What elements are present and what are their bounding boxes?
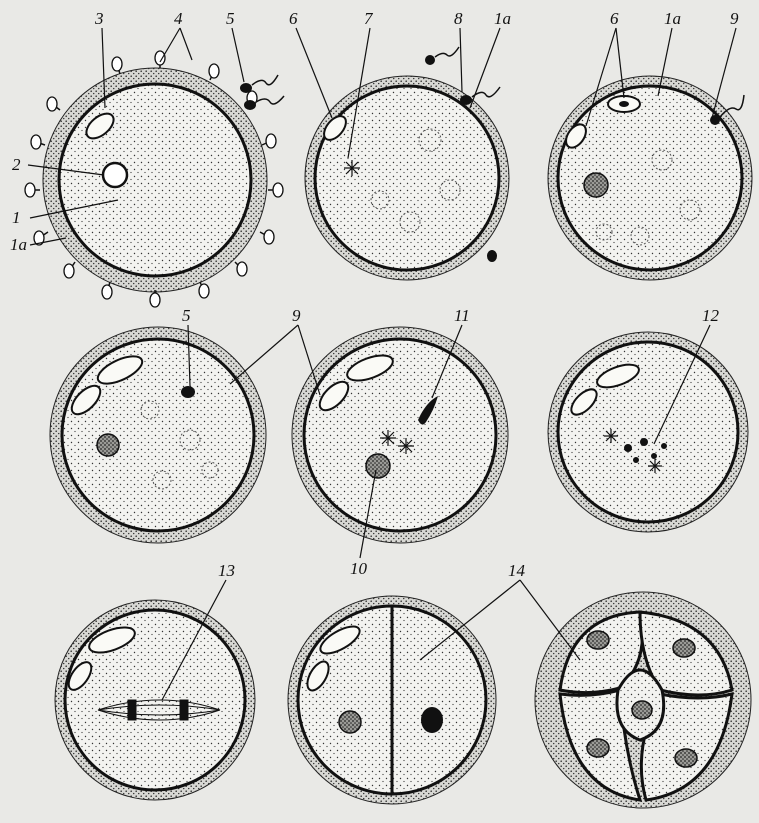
zona-membrane [62,339,254,531]
cell-stage-2 [305,47,509,280]
free-sperm [240,75,284,110]
label-8: 8 [454,9,463,28]
label-1: 1 [12,208,21,227]
zona-membrane [59,84,251,276]
label-10: 10 [350,559,368,578]
cell-stage-7 [55,600,255,800]
zona-membrane [315,86,499,270]
cell-stage-8 [288,596,496,804]
label-13: 13 [218,561,235,580]
label-9-right: 9 [730,9,739,28]
sperm-head [710,115,720,125]
penetrating-sperm [460,95,472,105]
label-1a-left: 1a [10,235,27,254]
blastomere-nucleus [339,711,361,733]
cell-stage-6 [548,332,748,532]
label-1a-mid: 1a [494,9,511,28]
label-5: 5 [226,9,235,28]
sperm-head [425,55,435,65]
female-pronucleus [97,434,119,456]
label-12: 12 [702,306,720,325]
female-pronucleus [366,454,390,478]
centriole-aster [344,160,360,176]
label-11: 11 [454,306,470,325]
nucleus [103,163,127,187]
label-4: 4 [174,9,183,28]
label-6-mid: 6 [289,9,298,28]
sperm-inside [181,386,195,398]
zona-membrane [558,342,738,522]
label-9-row2: 9 [292,306,301,325]
zona-membrane [304,339,496,531]
cell-stage-1 [25,51,284,307]
cell-stage-9 [535,592,751,808]
sperm-tail [435,47,459,57]
label-2: 2 [12,155,21,174]
cell-stage-3 [548,76,752,280]
female-nucleus [584,173,608,197]
label-3: 3 [94,9,104,28]
label-14: 14 [508,561,526,580]
label-6-right: 6 [610,9,619,28]
cell-stage-4 [50,327,266,543]
label-5-row2: 5 [182,306,191,325]
sperm-head [487,250,497,262]
label-7: 7 [364,9,374,28]
blastomere-nucleus [421,707,443,733]
label-1a-right: 1a [664,9,681,28]
cell-stage-5 [292,327,508,543]
